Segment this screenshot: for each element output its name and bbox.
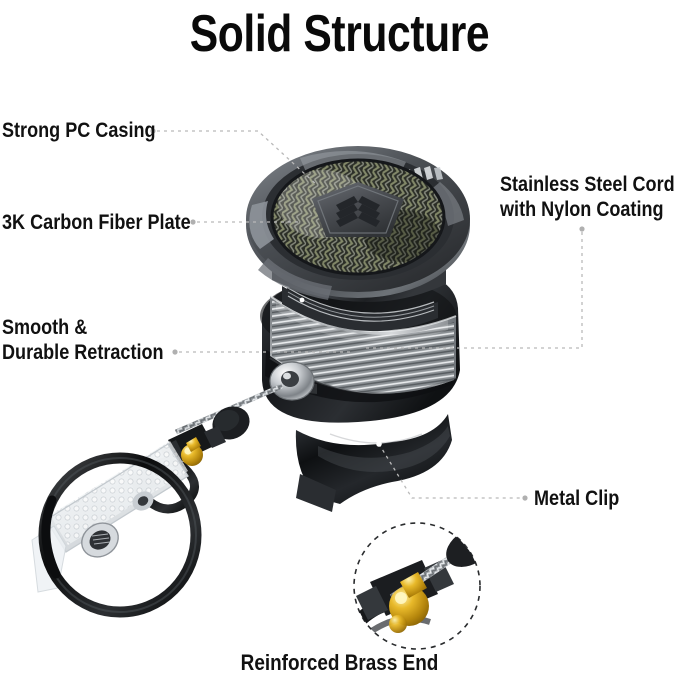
callout-strong-pc-casing: Strong PC Casing — [2, 118, 156, 143]
callout-stainless-steel-cord: Stainless Steel Cord with Nylon Coating — [500, 172, 675, 222]
callout-label-text: 3K Carbon Fiber Plate — [2, 211, 191, 234]
leader-anchor-dots — [299, 297, 382, 447]
chevron-logo — [336, 196, 380, 227]
leader-dots — [150, 128, 585, 501]
strap-eyelet — [132, 491, 154, 511]
callout-reinforced-brass-end: Reinforced Brass End — [240, 650, 439, 675]
callout-carbon-fiber-plate: 3K Carbon Fiber Plate — [2, 210, 191, 235]
strap-grommet — [81, 522, 119, 558]
callout-label-text: Metal Clip — [534, 487, 620, 510]
callout-metal-clip: Metal Clip — [534, 486, 619, 511]
pc-casing — [246, 146, 470, 300]
page-title: Solid Structure — [189, 5, 490, 63]
leader-lines — [157, 130, 583, 499]
leader-metal-clip — [378, 443, 521, 499]
brass-end-detail-inset — [353, 522, 481, 650]
callout-durable-retraction: Smooth & Durable Retraction — [2, 315, 164, 365]
metal-clip — [295, 414, 452, 512]
callout-label-text: Strong PC Casing — [2, 119, 156, 142]
cable-stopper — [212, 406, 250, 440]
leader-strong-pc-casing — [157, 130, 319, 187]
callout-label-line1: Stainless Steel Cord — [500, 173, 675, 196]
chrome-eyelet — [269, 361, 315, 401]
leader-stainless-steel-cord — [366, 232, 583, 349]
split-ring — [38, 452, 202, 618]
callout-label-line1: Smooth & — [2, 316, 88, 339]
callout-label-line2: Durable Retraction — [2, 341, 164, 364]
product-body — [246, 146, 470, 512]
callout-label-line2: with Nylon Coating — [500, 198, 664, 221]
keyring-assembly — [31, 383, 283, 618]
logo-emblem — [312, 182, 404, 237]
